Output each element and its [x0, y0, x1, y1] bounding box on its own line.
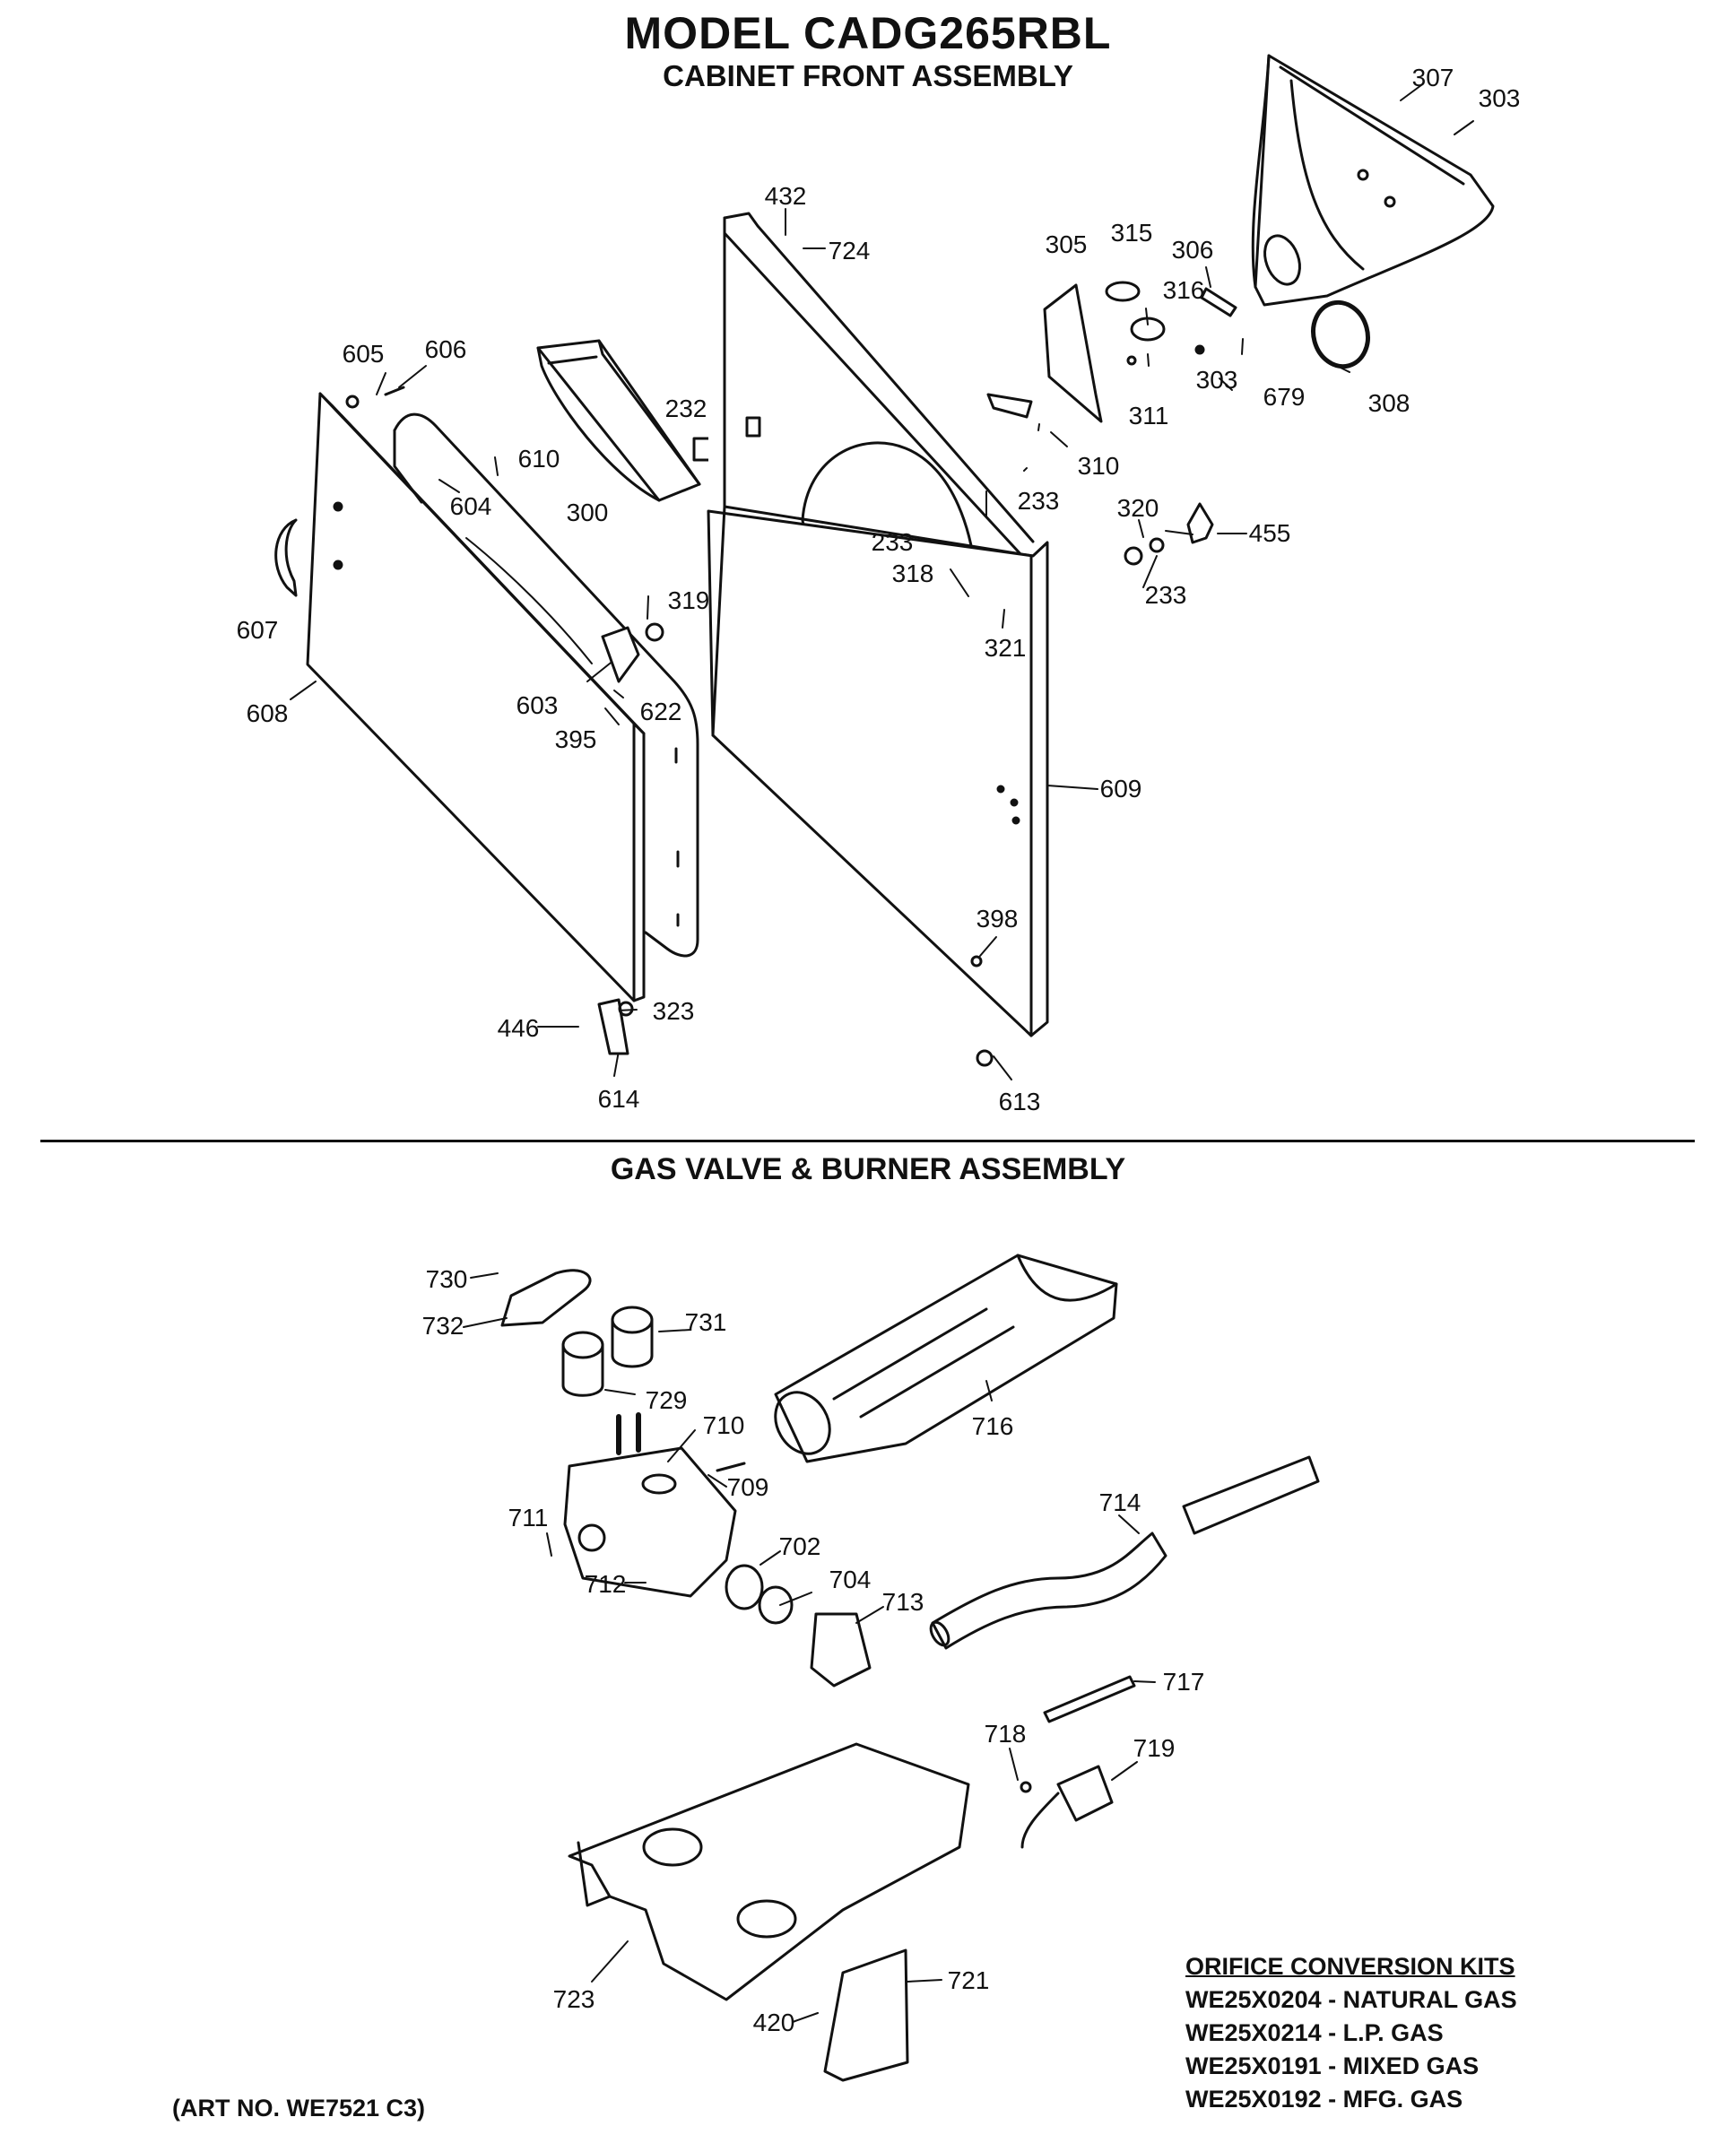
callout-614: 446	[497, 1014, 540, 1042]
callout-714: 714	[1098, 1488, 1141, 1516]
bearing-ring-drawing	[1311, 299, 1370, 369]
fittings-drawing	[725, 1564, 872, 1688]
callout-303: 303	[1478, 84, 1521, 112]
callout-622: 603	[516, 691, 559, 719]
callout-610: 610	[517, 445, 560, 473]
callout-731: 731	[684, 1308, 727, 1336]
callout-308: 308	[1367, 389, 1410, 417]
callout-607: 319	[667, 586, 710, 614]
leader-lines-gas	[463, 1272, 1156, 2023]
callout-729: 729	[645, 1386, 688, 1414]
kit-part-number: WE25X0204	[1185, 1986, 1322, 2013]
callout-723: 723	[552, 1985, 595, 2013]
callout-711: 711	[508, 1504, 549, 1532]
kit-part-number: WE25X0214	[1185, 2019, 1322, 2046]
callout-303b: 303	[1195, 366, 1238, 394]
door-panel-drawing	[306, 392, 699, 1002]
callout-446: 323	[652, 997, 695, 1025]
callout-702: 702	[778, 1532, 821, 1560]
kits-heading: ORIFICE CONVERSION KITS	[1185, 1953, 1515, 1980]
callout-717: 717	[1162, 1668, 1205, 1696]
kit-row: WE25X0191 - MIXED GAS	[1185, 2052, 1480, 2079]
callout-679: 679	[1263, 383, 1306, 411]
cabinet-section-title: CABINET FRONT ASSEMBLY	[663, 59, 1073, 92]
callout-455: 455	[1248, 519, 1291, 547]
kit-description: NATURAL GAS	[1342, 1986, 1517, 2013]
model-title: MODEL CADG265RBL	[624, 8, 1112, 58]
callout-318: 318	[891, 560, 934, 587]
kit-part-number: WE25X0192	[1185, 2086, 1322, 2113]
callout-606: 606	[424, 335, 467, 363]
igniter-drawing	[1020, 1675, 1136, 1849]
callout-732: 732	[421, 1312, 464, 1340]
art-number: (ART NO. WE7521 C3)	[172, 2095, 426, 2122]
gas-valve-drawing	[563, 1412, 746, 1598]
callout-319: 321	[984, 634, 1027, 662]
door-handle-drawing	[274, 518, 298, 597]
callout-311: 311	[1128, 402, 1169, 430]
kit-description: MFG. GAS	[1342, 2086, 1463, 2113]
callout-320: 320	[1116, 494, 1159, 522]
callout-420: 420	[752, 2009, 795, 2036]
callout-315: 315	[1110, 219, 1153, 247]
callout-306: 306	[1171, 236, 1214, 264]
callout-310: 310	[1077, 452, 1120, 480]
bearing-housing-drawing	[1251, 54, 1495, 307]
callout-305: 305	[1045, 230, 1088, 258]
callout-613: 614	[597, 1085, 640, 1113]
callout-307: 307	[1411, 64, 1454, 91]
callout-704: 704	[829, 1566, 872, 1593]
callout-719: 719	[1133, 1734, 1176, 1762]
kit-description: MIXED GAS	[1342, 2052, 1480, 2079]
callout-233a: 233	[1017, 487, 1060, 515]
callout-232: 232	[664, 395, 707, 422]
burner-tube-drawing	[774, 1254, 1118, 1463]
callout-608: 622	[639, 698, 682, 725]
callout-712: 712	[584, 1570, 627, 1598]
callout-398: 609	[1099, 775, 1142, 803]
section-divider	[40, 1140, 1695, 1142]
kit-part-number: WE25X0191	[1185, 2052, 1322, 2079]
callout-721: 721	[947, 1966, 990, 1994]
kit-row: WE25X0204 - NATURAL GAS	[1185, 1986, 1517, 2013]
kit-description: L.P. GAS	[1342, 2019, 1444, 2046]
gas-section-title: GAS VALVE & BURNER ASSEMBLY	[610, 1152, 1126, 1186]
callout-709: 709	[726, 1473, 769, 1501]
kit-row: WE25X0192 - MFG. GAS	[1185, 2086, 1463, 2113]
callout-395: 608	[246, 699, 289, 727]
lint-duct-drawing	[536, 339, 701, 502]
callout-716: 716	[971, 1412, 1014, 1440]
callout-603: 607	[236, 616, 279, 644]
callout-460: 613	[998, 1088, 1041, 1115]
callout-718: 718	[984, 1720, 1027, 1748]
callout-432: 432	[764, 182, 807, 210]
callout-300: 300	[566, 499, 609, 526]
hinge-parts-drawing	[345, 386, 994, 1067]
callout-604: 604	[449, 492, 492, 520]
kit-row: WE25X0214 - L.P. GAS	[1185, 2019, 1444, 2046]
callout-609: 395	[554, 725, 597, 753]
callout-321: 233	[1144, 581, 1187, 609]
burner-bracket-drawing	[568, 1742, 970, 2001]
callout-710: 710	[702, 1411, 745, 1439]
callout-724: 724	[828, 237, 871, 265]
callout-605: 605	[342, 340, 385, 368]
cover-plate-drawing	[823, 1948, 909, 2082]
valve-coils-drawing	[500, 1269, 654, 1397]
callout-233b: 233	[871, 528, 914, 556]
switch-parts-drawing	[986, 281, 1237, 566]
leader-lines-top	[290, 84, 1474, 1080]
callout-316: 316	[1162, 276, 1205, 304]
callout-730: 730	[425, 1265, 468, 1293]
callout-713: 713	[881, 1588, 924, 1616]
front-panel-drawing	[707, 212, 1049, 1037]
gas-pipe-drawing	[929, 1455, 1320, 1650]
orifice-conversion-kits: ORIFICE CONVERSION KITS WE25X0204 - NATU…	[1185, 1950, 1634, 2116]
callout-323: 398	[976, 905, 1019, 933]
